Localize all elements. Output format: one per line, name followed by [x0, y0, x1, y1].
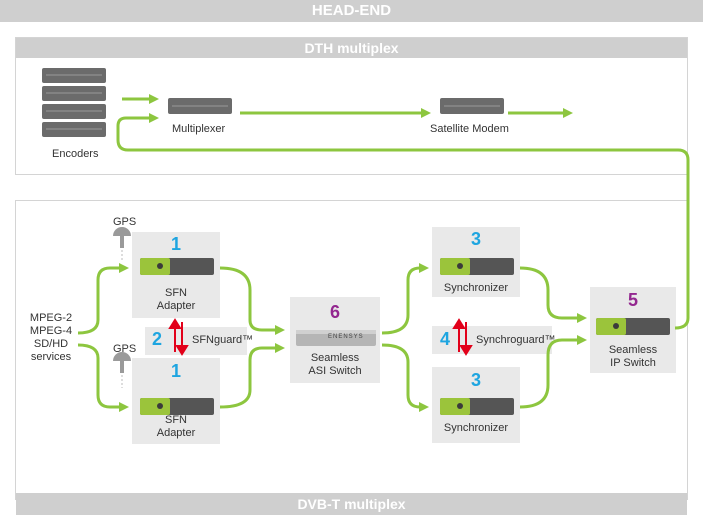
- asi-switch-label: Seamless ASI Switch: [290, 352, 380, 378]
- synchroguard-label: Synchroguard™: [476, 334, 556, 346]
- ip-switch-device-icon: [596, 318, 670, 335]
- satellite-modem-label: Satellite Modem: [430, 123, 509, 135]
- ip-switch-line1: Seamless: [608, 344, 658, 356]
- sfn-adapter-1-label: SFN Adapter: [132, 287, 220, 313]
- sfn-adapter-1-number: 1: [170, 234, 181, 254]
- asi-switch-brand: ENENSYS: [328, 334, 364, 340]
- synchronizer-2-number: 3: [470, 370, 481, 390]
- head-end-title: HEAD-END: [0, 0, 703, 22]
- ip-switch-to-encoders-link: [116, 113, 690, 330]
- synchronizer-2-label: Synchronizer: [443, 422, 509, 434]
- ip-switch-number: 5: [627, 290, 638, 310]
- input-service-line: MPEG-2: [29, 312, 73, 324]
- multiplexer-label: Multiplexer: [172, 123, 226, 135]
- multiplexer-icon: [168, 98, 232, 114]
- synchronizer-2-device-icon: [440, 398, 514, 415]
- sfn-adapter-1-line2: Adapter: [156, 300, 196, 312]
- synchroguard-number: 4: [439, 329, 450, 349]
- asi-switch-line1: Seamless: [310, 352, 360, 364]
- sfn-adapter-2-line2: Adapter: [156, 427, 196, 439]
- synchronizer-1-device-icon: [440, 258, 514, 275]
- input-services: MPEG-2 MPEG-4 SD/HD services: [22, 312, 80, 364]
- asi-switch-device-icon: [296, 330, 376, 346]
- dth-flow-arrows: [122, 94, 573, 118]
- gps-label-1: GPS: [113, 216, 137, 228]
- synchroguard-box: [432, 326, 552, 354]
- sfnguard-box: [145, 327, 247, 355]
- sfnguard-arrows-icon: [168, 318, 189, 356]
- dvbt-section-title: DVB-T multiplex: [16, 493, 687, 515]
- gps-label-2: GPS: [113, 343, 137, 355]
- synchronizer-1-label: Synchronizer: [443, 282, 509, 294]
- ip-switch-line2: IP Switch: [610, 357, 656, 369]
- satellite-modem-icon: [440, 98, 504, 114]
- dth-section: [15, 37, 688, 175]
- sfn-adapter-2-device-icon: [140, 398, 214, 415]
- dth-section-title: DTH multiplex: [16, 38, 687, 58]
- sfn-adapter-2-label: SFN Adapter: [132, 414, 220, 440]
- asi-switch-line2: ASI Switch: [308, 365, 362, 377]
- input-service-line: services: [30, 351, 72, 363]
- input-service-line: SD/HD: [33, 338, 69, 350]
- encoders-icon: [42, 68, 106, 137]
- sfn-adapter-1-device-icon: [140, 258, 214, 275]
- sfnguard-number: 2: [151, 329, 162, 349]
- sfn-adapter-2-number: 1: [170, 361, 181, 381]
- sfnguard-label: SFNguard™: [192, 334, 254, 346]
- sfn-adapter-1-line1: SFN: [165, 287, 187, 299]
- encoders-label: Encoders: [52, 148, 99, 160]
- gps-antenna-2-icon: [113, 352, 131, 388]
- asi-switch-number: 6: [329, 302, 340, 322]
- ip-switch-label: Seamless IP Switch: [590, 344, 676, 370]
- input-split-arrows: [77, 263, 587, 412]
- sfn-adapter-2-line1: SFN: [165, 414, 187, 426]
- input-service-line: MPEG-4: [29, 325, 73, 337]
- synchroguard-arrows-icon: [452, 318, 473, 356]
- gps-antenna-1-icon: [113, 227, 131, 262]
- synchronizer-1-number: 3: [470, 229, 481, 249]
